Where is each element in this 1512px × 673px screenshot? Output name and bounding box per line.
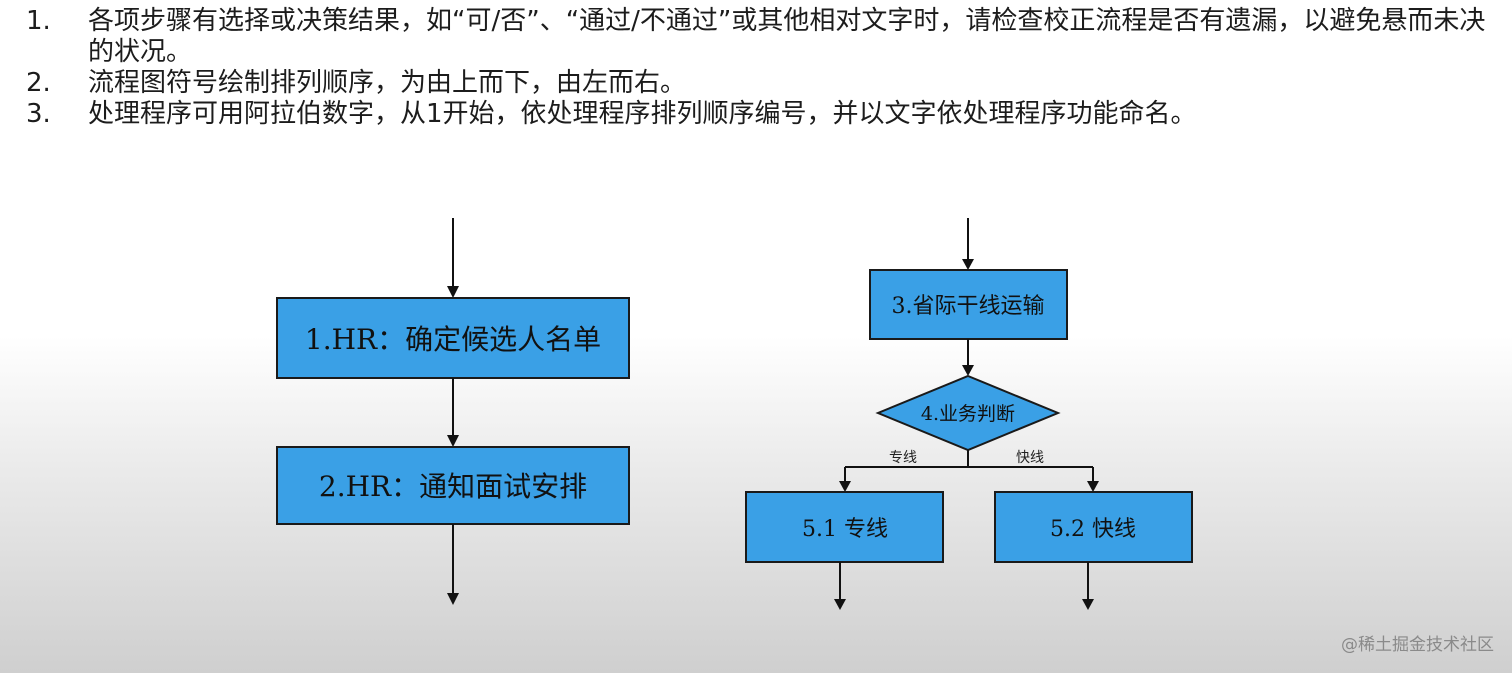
rule-number: 3. (26, 99, 51, 129)
process-box-2-label: 2.HR：通知面试安排 (319, 470, 587, 503)
arrow-head (447, 286, 459, 298)
arrow-head (839, 481, 851, 492)
process-box-5-2-label: 5.2 快线 (1050, 517, 1136, 542)
edge-label-express-line: 快线 (1016, 450, 1044, 466)
edge-label-special-line: 专线 (889, 450, 917, 466)
rule-item: 2. 流程图符号绘制排列顺序，为由上而下，由左而右。 (26, 68, 1486, 99)
arrow-head (1082, 599, 1094, 610)
process-box-2-rect (276, 446, 630, 525)
process-box-5-1: 5.1 专线 (745, 491, 944, 563)
arrow-head (447, 593, 459, 605)
rule-text: 各项步骤有选择或决策结果，如“可/否”、“通过/不通过”或其他相对文字时，请检查… (88, 6, 1486, 67)
process-box-5-1-rect (745, 491, 944, 563)
arrow-head (447, 435, 459, 447)
rule-text: 流程图符号绘制排列顺序，为由上而下，由左而右。 (88, 68, 687, 98)
decision-diamond-4: 4.业务判断 (875, 374, 1061, 452)
process-box-5-2: 5.2 快线 (994, 491, 1193, 563)
rule-number: 2. (26, 68, 51, 98)
flowchart-left: 1.HR：确定候选人名单 2.HR：通知面试安排 (276, 218, 630, 605)
arrow-head (834, 599, 846, 610)
watermark-text: @稀土掘金技术社区 (1341, 635, 1494, 655)
process-box-5-2-rect (994, 491, 1193, 563)
rules-list: 1. 各项步骤有选择或决策结果，如“可/否”、“通过/不通过”或其他相对文字时，… (26, 6, 1486, 130)
process-box-5-1-label: 5.1 专线 (802, 517, 888, 542)
decision-diamond-4-label: 4.业务判断 (921, 403, 1015, 425)
process-box-2: 2.HR：通知面试安排 (276, 446, 630, 525)
arrow-head (962, 365, 974, 376)
flowchart-right: 3.省际干线运输 4.业务判断 专线 快线 5.1 专线 5.2 快线 (745, 218, 1193, 610)
rule-text: 处理程序可用阿拉伯数字，从1开始，依处理程序排列顺序编号，并以文字依处理程序功能… (88, 99, 1197, 129)
rule-item: 3. 处理程序可用阿拉伯数字，从1开始，依处理程序排列顺序编号，并以文字依处理程… (26, 99, 1486, 130)
process-box-3-label: 3.省际干线运输 (892, 294, 1045, 319)
rule-number: 1. (26, 6, 51, 36)
rule-item: 1. 各项步骤有选择或决策结果，如“可/否”、“通过/不通过”或其他相对文字时，… (26, 6, 1486, 68)
arrow-head (962, 259, 974, 270)
arrow-head (1087, 481, 1099, 492)
process-box-1: 1.HR：确定候选人名单 (276, 297, 630, 379)
process-box-3: 3.省际干线运输 (869, 269, 1068, 340)
process-box-1-label: 1.HR：确定候选人名单 (305, 323, 601, 356)
